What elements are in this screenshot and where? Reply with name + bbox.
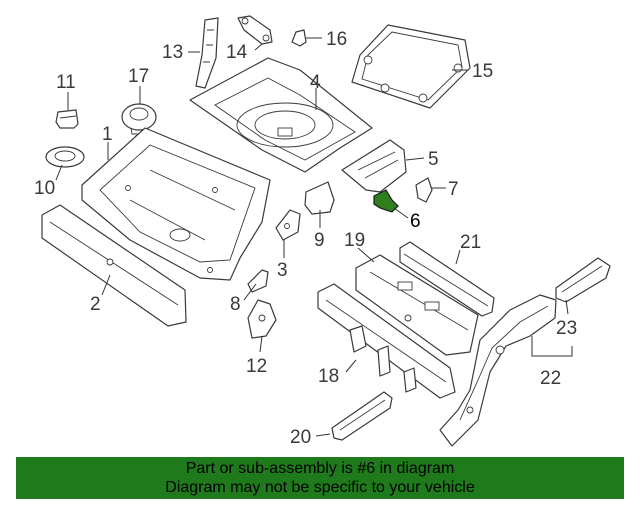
callout-4: 4 bbox=[310, 72, 321, 93]
callout-15: 15 bbox=[472, 61, 493, 82]
part-10-plug bbox=[45, 146, 85, 168]
callout-7: 7 bbox=[448, 179, 459, 200]
callout-3: 3 bbox=[277, 260, 288, 281]
part-2-crossmember bbox=[41, 204, 187, 327]
part-22-side-member bbox=[439, 294, 557, 447]
callout-11: 11 bbox=[56, 72, 76, 93]
part-7-bracket bbox=[415, 177, 433, 203]
part-9-bracket bbox=[304, 181, 335, 215]
callout-17: 17 bbox=[128, 66, 149, 87]
banner-line-1: Part or sub-assembly is #6 in diagram bbox=[185, 460, 455, 477]
callout-14: 14 bbox=[226, 42, 248, 63]
callout-labels: 1 2 3 4 5 6 7 8 9 10 11 12 13 14 15 16 1… bbox=[34, 29, 577, 448]
callout-10: 10 bbox=[34, 178, 55, 199]
callout-9: 9 bbox=[314, 230, 325, 251]
part-20-plate bbox=[331, 391, 393, 441]
callout-8: 8 bbox=[230, 294, 241, 315]
part-21-rail bbox=[399, 241, 495, 317]
banner-line-2: Diagram may not be specific to your vehi… bbox=[165, 479, 475, 496]
part-23-bracket bbox=[555, 257, 611, 303]
callout-16: 16 bbox=[326, 29, 347, 50]
callout-21: 21 bbox=[460, 232, 481, 253]
callout-2: 2 bbox=[90, 294, 101, 315]
callout-1: 1 bbox=[102, 124, 113, 145]
part-4-rear-floor bbox=[189, 57, 373, 173]
part-17-holder bbox=[121, 103, 157, 135]
callout-20: 20 bbox=[290, 427, 311, 448]
part-5-panel bbox=[341, 139, 407, 193]
callout-23: 23 bbox=[556, 318, 577, 339]
part-18-rail bbox=[317, 283, 456, 399]
part-11-grommet bbox=[55, 109, 79, 129]
part-14-bracket bbox=[237, 15, 273, 45]
part-15-cover bbox=[351, 24, 471, 109]
leader-lines bbox=[55, 37, 573, 437]
callout-6: 6 bbox=[410, 211, 421, 232]
callout-13: 13 bbox=[162, 42, 183, 63]
callout-5: 5 bbox=[428, 149, 439, 170]
callout-19: 19 bbox=[344, 230, 365, 251]
part-13-bracket bbox=[195, 17, 219, 89]
part-16-clip bbox=[291, 29, 307, 47]
callout-12: 12 bbox=[246, 356, 267, 377]
info-banner: Part or sub-assembly is #6 in diagram Di… bbox=[16, 457, 624, 499]
part-3-plate bbox=[275, 209, 301, 241]
part-1-floor bbox=[81, 127, 271, 281]
part-19-member bbox=[355, 254, 479, 356]
part-12-reinforcement bbox=[247, 299, 277, 339]
callout-18: 18 bbox=[318, 366, 339, 387]
part-8-bracket bbox=[247, 269, 269, 293]
parts-diagram: 1 2 3 4 5 6 7 8 9 10 11 12 13 14 15 16 1… bbox=[34, 15, 611, 448]
callout-22: 22 bbox=[540, 368, 561, 389]
